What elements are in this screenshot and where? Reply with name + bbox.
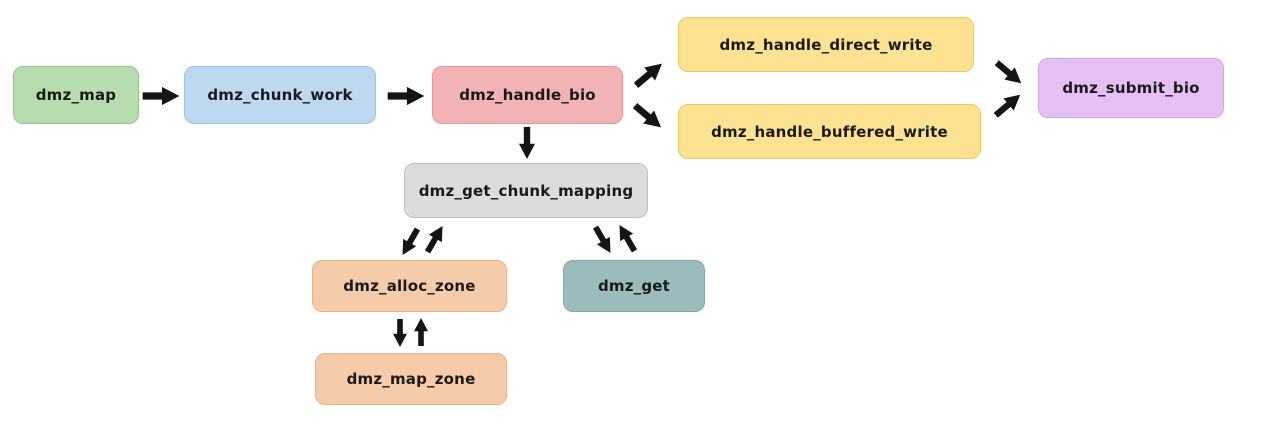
arrow-down-right-icon — [632, 102, 662, 128]
node-label: dmz_handle_bio — [459, 86, 596, 104]
arrow-down-right-icon — [994, 60, 1022, 84]
node-label: dmz_get_chunk_mapping — [418, 181, 634, 200]
arrow-right-icon — [142, 86, 180, 106]
arrow-up-icon — [414, 318, 428, 346]
node-dmz-chunk-work: dmz_chunk_work — [184, 66, 376, 124]
arrow-right-icon — [387, 86, 425, 106]
node-dmz-submit-bio: dmz_submit_bio — [1038, 58, 1224, 118]
arrow-up-right-icon — [993, 94, 1021, 118]
arrow-down-icon — [519, 127, 535, 159]
node-dmz-alloc-zone: dmz_alloc_zone — [312, 260, 507, 312]
node-label: dmz_map_zone — [346, 370, 476, 388]
arrow-up-right-icon — [633, 63, 663, 89]
arrow-down-icon — [393, 319, 407, 347]
node-label: dmz_submit_bio — [1062, 79, 1200, 97]
node-dmz-get: dmz_get — [563, 260, 705, 312]
arrow-up-right-icon — [424, 226, 443, 254]
arrow-up-left-icon — [619, 225, 638, 253]
node-label: dmz_alloc_zone — [343, 277, 476, 295]
arrow-down-left-icon — [402, 227, 421, 255]
node-label: dmz_handle_buffered_write — [711, 122, 948, 141]
node-dmz-map: dmz_map — [13, 66, 139, 124]
node-dmz-handle-bio: dmz_handle_bio — [432, 66, 623, 124]
node-dmz-handle-buffered-write: dmz_handle_buffered_write — [678, 104, 981, 159]
node-dmz-handle-direct-write: dmz_handle_direct_write — [678, 17, 974, 72]
node-label: dmz_get — [597, 277, 671, 295]
node-dmz-get-chunk-mapping: dmz_get_chunk_mapping — [404, 163, 648, 218]
node-label: dmz_chunk_work — [207, 86, 353, 104]
node-label: dmz_map — [35, 86, 117, 104]
node-label: dmz_handle_direct_write — [719, 35, 933, 54]
node-dmz-map-zone: dmz_map_zone — [315, 353, 507, 405]
arrow-down-right-icon — [592, 225, 611, 253]
